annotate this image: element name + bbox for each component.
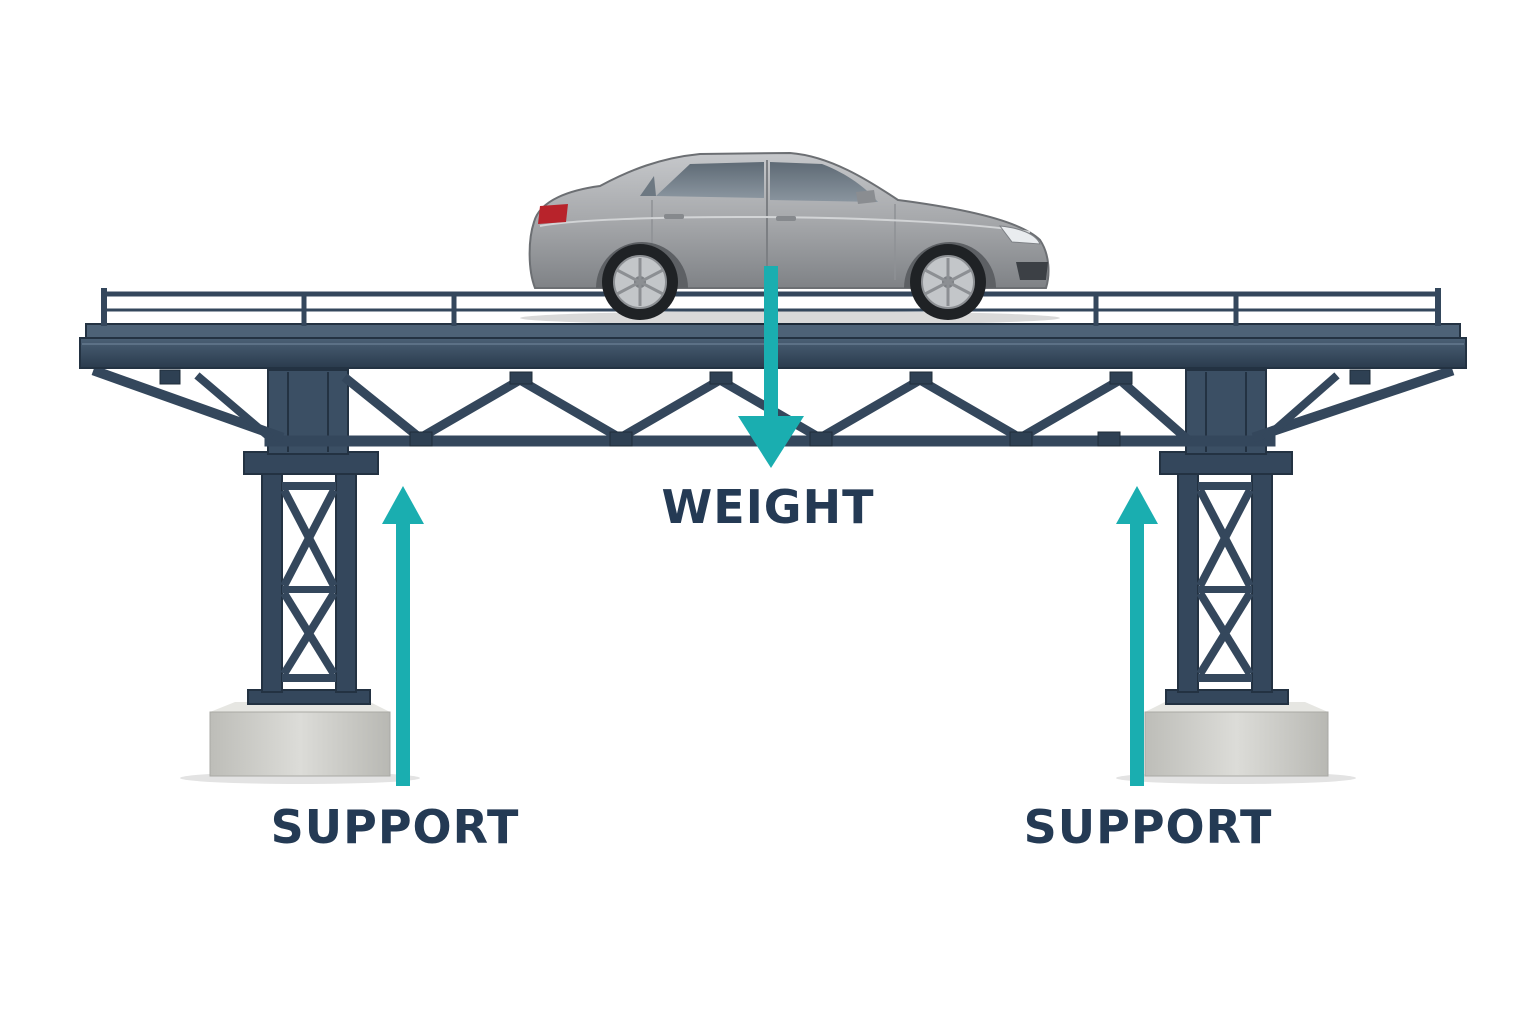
arrow-up-icon: [1116, 486, 1158, 786]
weight-label: WEIGHT: [661, 480, 875, 534]
arrow-up-icon: [382, 486, 424, 786]
support-label-right: SUPPORT: [1023, 800, 1273, 854]
truss-gusset-plates: [159, 369, 1371, 447]
support-label-left: SUPPORT: [270, 800, 520, 854]
support-tower-left: [243, 369, 379, 705]
footing-right: [1144, 702, 1329, 777]
car-icon: [520, 151, 1060, 325]
footing-left: [209, 702, 391, 777]
support-tower-right: [1159, 369, 1293, 705]
arrow-down-icon: [738, 266, 804, 468]
